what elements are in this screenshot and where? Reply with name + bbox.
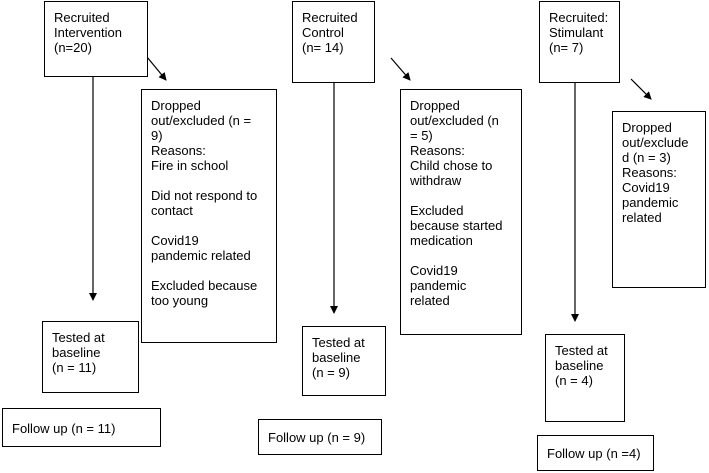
arrow-control-to-dropped [390,57,411,81]
baseline-intervention-box: Tested at baseline (n = 11) [42,321,139,393]
recruited-stimulant-box: Recruited: Stimulant (n= 7) [539,1,620,83]
followup-control-box: Follow up (n = 9) [258,419,382,455]
dropped-intervention-box: Dropped out/excluded (n = 9) Reasons: Fi… [141,89,277,343]
recruited-control-box: Recruited Control (n= 14) [292,1,375,83]
followup-stimulant-box: Follow up (n =4) [537,435,654,471]
baseline-stimulant-box: Tested at baseline (n = 4) [545,334,625,422]
arrow-intervention-to-dropped [146,56,167,81]
dropped-control-box: Dropped out/excluded (n = 5) Reasons: Ch… [400,89,522,335]
baseline-control-box: Tested at baseline (n = 9) [302,326,386,396]
dropped-stimulant-box: Dropped out/exclude d (n = 3) Reasons: C… [612,111,706,288]
followup-intervention-box: Follow up (n = 11) [2,408,161,447]
recruited-intervention-box: Recruited Intervention (n=20) [44,1,148,77]
arrow-stimulant-to-dropped [630,78,652,100]
